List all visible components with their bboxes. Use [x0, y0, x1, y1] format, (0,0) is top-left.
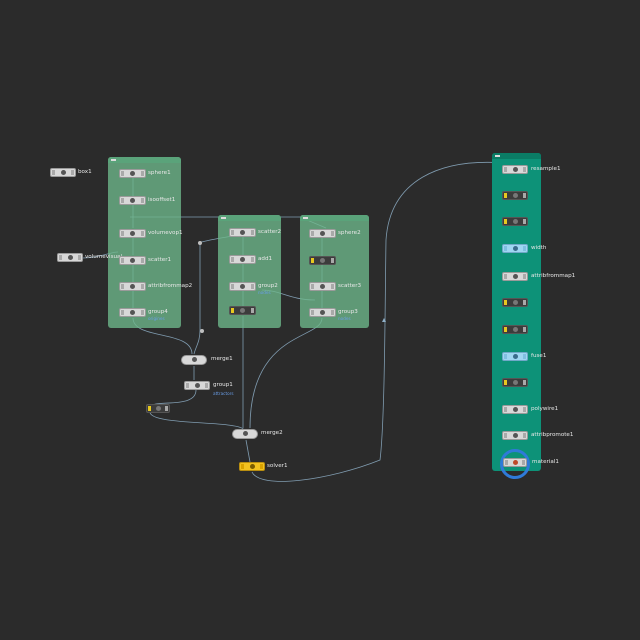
scatter-icon	[240, 230, 245, 235]
collapse-icon[interactable]	[111, 159, 116, 161]
group-name-label: origines	[148, 316, 165, 321]
node-label: attribfrommap1	[531, 273, 576, 279]
map-icon	[512, 274, 518, 279]
sphere-icon	[130, 171, 135, 176]
network-box-header[interactable]	[108, 157, 181, 163]
node-label: volumevop1	[148, 230, 183, 236]
scatter-icon	[320, 284, 325, 289]
display-flag-ring	[500, 449, 530, 479]
node-label: solver1	[267, 463, 288, 469]
node-label: group1	[213, 382, 233, 388]
node-label: scatter1	[148, 257, 172, 263]
volume-icon	[67, 255, 73, 260]
promote-icon	[512, 433, 518, 438]
group-icon	[130, 310, 135, 315]
node-label: group4	[148, 309, 168, 315]
node-label: isooffset1	[148, 197, 176, 203]
merge-icon	[242, 431, 248, 436]
resample-icon	[512, 167, 518, 172]
bypassed-icon	[240, 308, 245, 313]
network-box-header[interactable]	[300, 215, 369, 221]
node-label: add1	[258, 256, 273, 262]
bypassed-icon	[512, 219, 518, 224]
collapse-icon[interactable]	[303, 217, 308, 219]
node-label: fuse1	[531, 353, 547, 359]
add-icon	[240, 257, 245, 262]
bypassed-icon	[512, 300, 518, 305]
map-icon	[130, 284, 135, 289]
group-name-label: nodes	[338, 316, 351, 321]
wrangle-icon	[512, 246, 518, 251]
collapse-icon[interactable]	[495, 155, 500, 157]
material-icon	[512, 460, 518, 465]
bypassed-icon	[512, 380, 518, 385]
collapse-icon[interactable]	[221, 217, 226, 219]
wire	[249, 317, 323, 429]
bypassed-icon	[512, 193, 518, 198]
fuse-icon	[512, 354, 518, 359]
node-label: attribpromote1	[531, 432, 574, 438]
node-label: resample1	[531, 166, 561, 172]
node-label: group2	[258, 283, 278, 289]
vop-icon	[130, 231, 135, 236]
group-name-label: nodes	[258, 290, 271, 295]
isooffset-icon	[130, 198, 135, 203]
box-icon	[60, 170, 66, 175]
solver-icon	[249, 464, 255, 469]
sphere-icon	[320, 231, 325, 236]
wire-dot[interactable]	[198, 241, 202, 245]
group-icon	[194, 383, 200, 388]
node-label: group3	[338, 309, 358, 315]
node-label: material1	[532, 459, 559, 465]
group-name-label: attractors	[213, 391, 234, 396]
node-label: polywire1	[531, 406, 559, 412]
node-label: volumevisual	[85, 254, 123, 260]
wire	[193, 329, 201, 355]
network-box-1[interactable]	[108, 157, 181, 328]
bypassed-icon	[512, 327, 518, 332]
wire-dot[interactable]	[200, 329, 204, 333]
node-label: scatter2	[258, 229, 282, 235]
bypassed-icon	[320, 258, 325, 263]
bypassed-icon	[155, 406, 161, 411]
node-label: box1	[78, 169, 92, 175]
network-box-header[interactable]	[218, 215, 281, 221]
node-label: sphere1	[148, 170, 171, 176]
network-box-4[interactable]	[492, 153, 541, 471]
node-label: attribfrommap2	[148, 283, 193, 289]
network-box-header[interactable]	[492, 153, 541, 159]
group-icon	[320, 310, 325, 315]
polywire-icon	[512, 407, 518, 412]
node-label: width	[531, 245, 547, 251]
node-label: merge2	[261, 430, 283, 436]
wire	[251, 161, 506, 482]
merge-icon	[191, 357, 197, 362]
node-label: merge1	[211, 356, 233, 362]
node-label: sphere2	[338, 230, 361, 236]
wire	[149, 411, 245, 431]
wire	[245, 439, 251, 463]
group-icon	[240, 284, 245, 289]
scatter-icon	[130, 258, 135, 263]
node-label: scatter3	[338, 283, 362, 289]
wire-arrow	[382, 318, 386, 322]
